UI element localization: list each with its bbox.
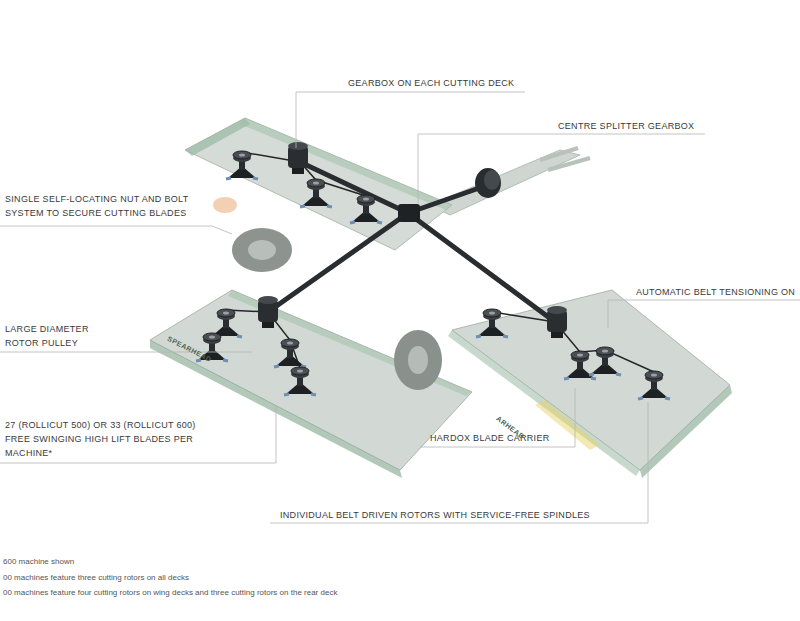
callout-label: INDIVIDUAL BELT DRIVEN ROTORS WITH SERVI… — [280, 508, 590, 522]
callout-label: 27 (ROLLICUT 500) OR 33 (ROLLICUT 600) F… — [5, 418, 200, 460]
callout-label: CENTRE SPLITTER GEARBOX — [558, 119, 694, 133]
callout-label: LARGE DIAMETER ROTOR PULLEY — [5, 322, 115, 350]
footnote: 00 machines feature four cutting rotors … — [3, 587, 337, 599]
callout-label: AUTOMATIC BELT TENSIONING ON — [636, 285, 795, 299]
footnote: 600 machine shown — [3, 556, 74, 568]
callout-label: GEARBOX ON EACH CUTTING DECK — [348, 76, 514, 90]
callout-label: SINGLE SELF-LOCATING NUT AND BOLT SYSTEM… — [5, 192, 220, 220]
callout-label: HARDOX BLADE CARRIER — [430, 431, 550, 445]
footnote: 00 machines feature three cutting rotors… — [3, 572, 189, 584]
